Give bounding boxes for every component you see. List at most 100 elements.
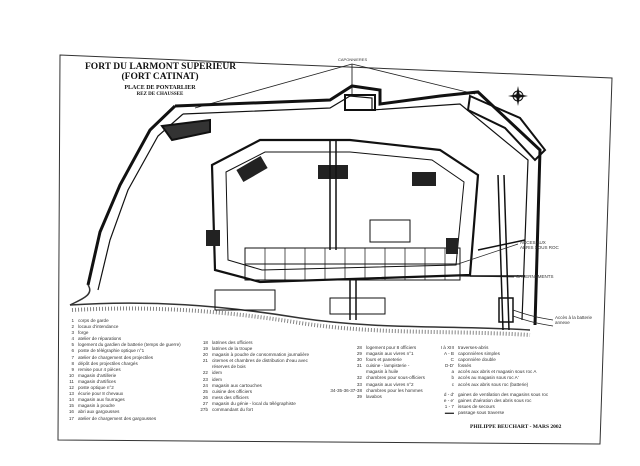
legend-text: fossés [458,363,472,369]
legend-text: atelier de chargement des gargousses [78,415,157,421]
legend-number: 33 [356,381,362,387]
legend-number: D-D' [444,363,454,369]
legend-text: accès aux abris sous roc (batterie) [458,381,529,387]
legend-text: latrines des officiers [212,340,253,345]
title-line-3: PLACE DE PONTARLIER [124,85,196,91]
legend-text: accès aux abris et magasin sous roc A [458,369,537,375]
legend-number: 25 [202,388,208,394]
traverses [206,155,458,254]
legend-item: 9 remise pour 4 pièces [64,367,189,373]
legend-text: fours et paneterie [366,357,402,363]
legend-text: mess des officiers [212,394,249,400]
legend-text: magasin du génie - local du télégraphist… [212,400,296,406]
legend-number: A - B [444,351,454,357]
legend-number: 22 [202,370,208,376]
legend-text: caponnières simples [458,351,500,357]
legend-number: 32 [356,375,362,381]
page-border [57,54,613,445]
legend-number: 19 [202,346,208,352]
legend-item: e - e'gaines d'aération des abris sous r… [434,398,594,404]
legend-text: commandant du fort [212,407,253,413]
legend-item: 16 abri aux gargousses [64,409,189,415]
legend-text: abri aux gargousses [78,409,120,415]
title-line-2: (FORT CATINAT) [121,72,199,82]
legend-text: accès au magasin sous roc A' [458,375,519,381]
legend-text: magasin d'artillerie [78,372,117,378]
legend-number: ▬▬ [444,410,454,416]
legend-number: 28 [356,345,362,350]
legend-number: 12 [68,385,74,391]
legend-text: magasin à poudre [78,403,115,409]
legend-text: remise pour 4 pièces [78,366,121,372]
legend-text: atelier de chargement des projectiles [78,354,154,360]
legend-number: 31 [356,363,362,369]
legend-number: 29 [356,351,362,357]
legend-number: 27b [200,407,208,413]
plan-title: FORT DU LARMONT SUPERIEUR (FORT CATINAT)… [85,62,236,97]
terrain-edge [69,284,531,337]
legend-text: écurie pour 8 chevaux [78,391,124,397]
legend-text: magasin à poudre de consommation journal… [212,352,310,358]
legend-text: logement du gardien de batterie (temps d… [78,342,181,348]
legend-number: 2 [71,324,74,330]
legend-text: chambres pour sous-officiers [366,375,425,381]
legend-text: cuisine des officiers [212,388,253,394]
legend-item: 1 - 7 issues de secours [434,404,594,410]
compass-rose-icon [508,86,528,106]
legend-number: 3 [71,330,74,336]
outer-rampart [86,84,547,326]
author-signature: PHILIPPE BEUCHART - MARS 2002 [470,424,562,430]
legend-text: traverses-abris [458,345,489,350]
galleries [329,140,526,331]
legend-item: 24 magasin aux cartouches [194,383,319,389]
inner-rampart [210,138,480,284]
legend-number: 14 [68,397,74,403]
legend-number: a [451,369,454,375]
legend-number: I à XIII [440,345,454,350]
legend-number: 24 [202,382,208,388]
legend-text: dépôt des projectiles chargés [78,360,138,366]
legend-number: b [451,375,454,381]
legend-number: 18 [202,340,208,345]
legend-text: magasin d'artifices [78,378,116,384]
legend-item: A - B caponnières simples [434,351,594,357]
casernements-block [214,219,461,315]
legend-text: magasin aux cartouches [212,382,262,388]
legend-text: issues de secours [458,404,495,410]
legend-item: D-D' fossés [434,363,594,369]
legend-number: 4 [71,336,74,342]
legend-number: 16 [68,409,74,415]
legend-text: latrines de la troupe [212,346,253,352]
legend-item: 27 magasin du génie - local du télégraphi… [194,401,319,407]
legend-text: poste optique n°2 [78,385,114,391]
legend-text: magasin aux vivres n°2 [366,381,414,387]
legend-item: 12 poste optique n°2 [64,385,189,391]
legend-number: 13 [68,391,74,397]
legend-item: 25 cuisine des officiers [194,389,319,395]
label-caponnieres: CAPONNIERES [338,57,368,62]
legend-number: 27 [202,400,208,406]
legend-number: 9 [71,366,74,372]
legend-item: ▬▬passage sous traverse [434,410,594,416]
legend-number: 39 [356,393,362,399]
legend-number: 1 - 7 [444,404,454,410]
legend-text: gaines de ventilation des magasins sous … [458,392,549,397]
legend-text: chambres pour les hommes [366,387,423,393]
